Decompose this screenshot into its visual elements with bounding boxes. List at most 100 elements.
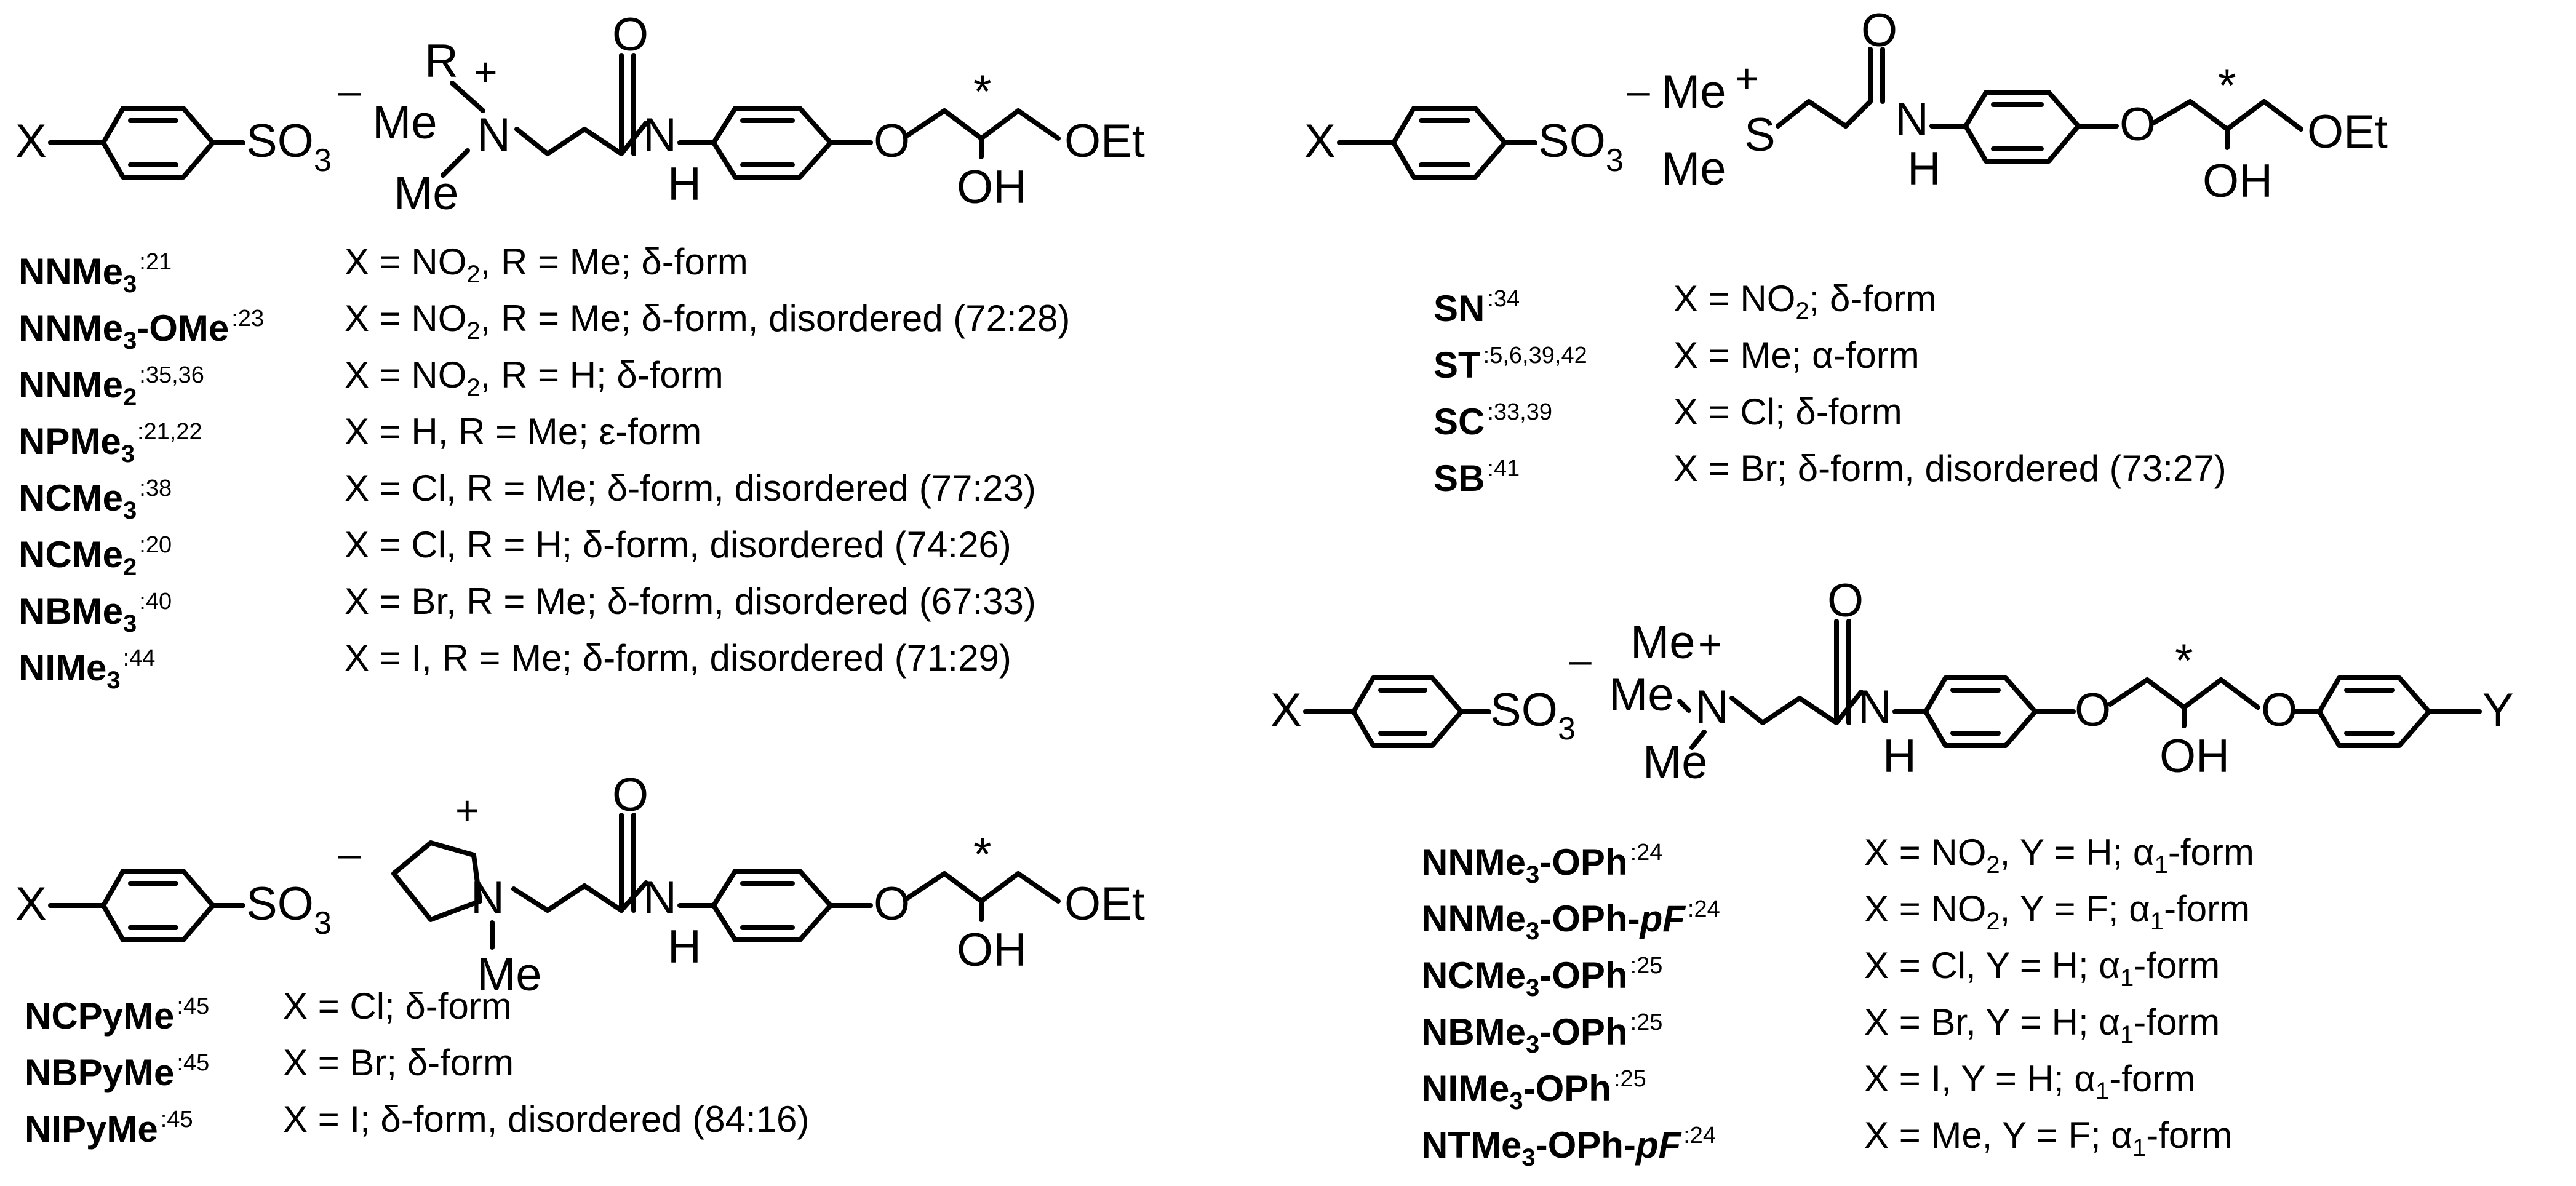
reference: :25 [1630, 1009, 1663, 1035]
substituent-r: R [425, 35, 458, 87]
amide-h: H [668, 158, 701, 210]
carbonyl-o: O [612, 9, 648, 61]
reference: :21 [139, 249, 172, 275]
carbonyl-o: O [1861, 4, 1897, 57]
compound-description: X = NO2, R = H; δ-form [345, 354, 724, 401]
plus-charge: + [474, 49, 498, 95]
plus-charge: + [455, 787, 479, 833]
compound-name: NNMe3-OPh-pF:24 [1421, 896, 1720, 945]
compound-name: NPMe3:21,22 [18, 419, 202, 468]
compound-name: NCMe3-OPh:25 [1421, 953, 1663, 1001]
atom-x: X [15, 115, 47, 167]
benzene-ring [101, 106, 215, 180]
structure-ammonium-phenoxy: X SO 3 – Me + Me N Me O N H O * OH O Y [1270, 575, 2514, 789]
legend-row: NTMe3-OPh-pF:24 X = Me, Y = F; α1-form [1421, 1107, 2566, 1171]
compound-description: X = I; δ-form, disordered (84:16) [283, 1099, 810, 1140]
sulfonate-so: SO [246, 878, 314, 930]
reference: :25 [1613, 1066, 1646, 1092]
compound-name: NCMe3:38 [18, 476, 172, 524]
structure-sulfonium: X SO 3 – Me + S Me O N H O * OH OEt [1304, 4, 2388, 207]
atom-n: N [477, 109, 511, 161]
compound-name: NNMe3-OMe:23 [18, 306, 265, 354]
hydroxyl: OH [2159, 730, 2230, 782]
reference: :21,22 [137, 419, 202, 445]
legend-row: NIMe3-OPh:25 X = I, Y = H; α1-form [1421, 1051, 2566, 1115]
hydroxyl: OH [2203, 155, 2273, 207]
pyrrolidine-ring [391, 840, 482, 922]
compound-description: X = Cl; δ-form [1673, 391, 1902, 432]
compound-name: NIMe3-OPh:25 [1421, 1066, 1646, 1115]
legend-row: NPMe3:21,22 X = H, R = Me; ε-form [18, 404, 1249, 468]
compound-description: X = Br; δ-form, disordered (73:27) [1673, 448, 2227, 489]
amide-n: N [1858, 681, 1892, 733]
methyl-top: Me [1630, 616, 1696, 669]
reference: :45 [160, 1107, 193, 1132]
structure-ammonium-ethoxy: X SO 3 – R + Me N Me O N H O * OH OEt [15, 9, 1145, 220]
compound-name: NBPyMe:45 [25, 1050, 210, 1093]
compound-description: X = Br; δ-form [283, 1042, 514, 1083]
compound-description: X = H, R = Me; ε-form [345, 411, 702, 452]
compound-name: NNMe2:35,36 [18, 362, 204, 411]
compound-description: X = NO2, R = Me; δ-form, disordered (72:… [345, 298, 1071, 344]
compound-name: NBMe3:40 [18, 589, 172, 637]
ethoxy: OEt [2307, 106, 2388, 158]
ether-o-1: O [2075, 684, 2111, 736]
compound-description: X = Cl, R = H; δ-form, disordered (74:26… [345, 524, 1011, 565]
reference: :5,6,39,42 [1483, 343, 1587, 368]
atom-x: X [1270, 684, 1302, 736]
legend-row: NNMe2:35,36 X = NO2, R = H; δ-form [18, 347, 1249, 411]
sulfonate-sub: 3 [1558, 711, 1576, 747]
ether-o-2: O [2261, 684, 2297, 736]
plus-charge: + [1735, 55, 1759, 101]
sulfonate-so: SO [1538, 115, 1606, 167]
minus-charge: – [1569, 637, 1592, 682]
compound-name: NNMe3:21 [18, 249, 172, 298]
hydroxyl: OH [957, 161, 1027, 213]
methyl-bottom: Me [1643, 736, 1708, 789]
atom-y: Y [2482, 684, 2514, 736]
amide-h: H [1907, 143, 1941, 195]
methyl-left: Me [372, 97, 437, 149]
legend-row: NCMe3-OPh:25 X = Cl, Y = H; α1-form [1421, 937, 2566, 1001]
legend-row: NNMe3-OMe:23 X = NO2, R = Me; δ-form, dis… [18, 290, 1249, 354]
compound-description: X = I, Y = H; α1-form [1864, 1058, 2196, 1105]
amide-n: N [643, 109, 677, 161]
methyl-top: Me [1661, 66, 1726, 118]
compound-name: SB:41 [1434, 456, 1520, 499]
stereocenter-star: * [973, 66, 992, 118]
atom-s: S [1744, 109, 1776, 161]
ether-o: O [874, 878, 910, 930]
compound-name: SC:33,39 [1434, 399, 1553, 442]
amide-n: N [643, 872, 677, 924]
compound-name: NTMe3-OPh-pF:24 [1421, 1123, 1717, 1171]
reference: :24 [1630, 840, 1663, 866]
compound-name: NCMe2:20 [18, 532, 172, 581]
minus-charge: – [338, 68, 361, 113]
legend-row: NCMe2:20 X = Cl, R = H; δ-form, disordere… [18, 517, 1249, 581]
sulfonate-so: SO [1490, 684, 1558, 736]
compound-description: X = NO2, Y = F; α1-form [1864, 888, 2251, 935]
compound-name: NIMe3:44 [18, 645, 156, 694]
sulfonate-sub: 3 [314, 143, 332, 178]
compound-description: X = Cl, Y = H; α1-form [1864, 945, 2220, 992]
compound-description: X = NO2, Y = H; α1-form [1864, 832, 2254, 878]
compound-description: X = Cl; δ-form [283, 985, 512, 1027]
methyl-bottom: Me [394, 167, 459, 220]
sulfonate-so: SO [246, 115, 314, 167]
carbonyl-o: O [1827, 575, 1864, 627]
compound-description: X = NO2; δ-form [1673, 278, 1937, 325]
sulfonate-sub: 3 [314, 905, 332, 941]
carbonyl-o: O [612, 769, 648, 821]
compound-description: X = Me, Y = F; α1-form [1864, 1115, 2233, 1161]
legend-row: NBPyMe:45 X = Br; δ-form [25, 1035, 1132, 1093]
reference: :41 [1487, 456, 1520, 482]
compound-name: ST:5,6,39,42 [1434, 343, 1587, 386]
